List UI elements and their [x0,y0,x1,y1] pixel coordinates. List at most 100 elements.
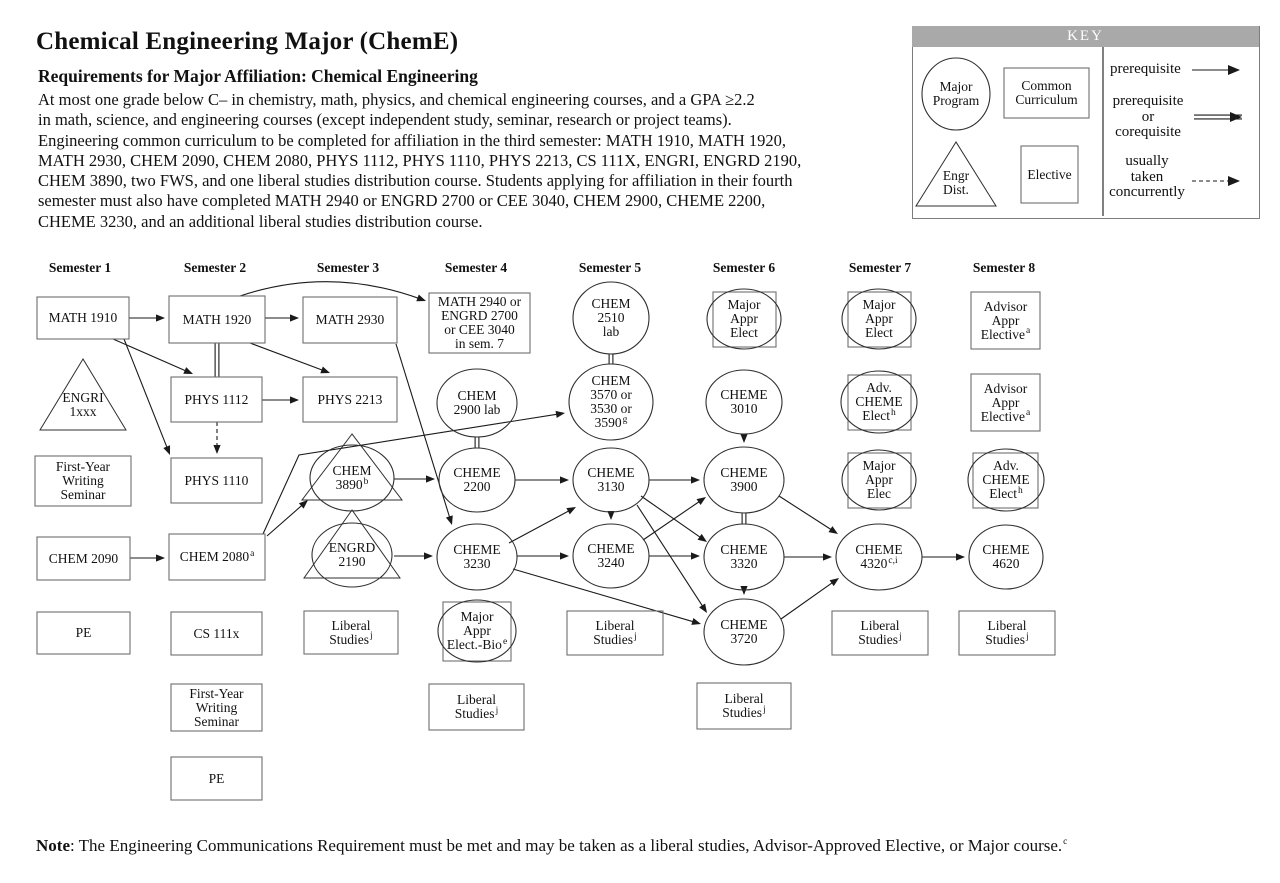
key-major-program-shape [921,57,991,131]
cheme-2200-shape [438,447,516,513]
key-prerequisite-arrow [1192,65,1240,75]
cheme-3010-shape [705,369,783,435]
liberal-studies-sem6-shape [696,682,792,730]
chem-2080-to-chem-3570 [262,410,565,535]
math-1910: MATH 1910 [48,310,118,325]
cheme-3900-to-cheme-4320 [778,495,838,534]
chem-2510-lab-shape [572,281,650,355]
semester-6-header: Semester 6 [712,260,776,275]
cheme-3240-to-cheme-3900 [642,497,706,541]
semester-4-header: Semester 4 [444,260,508,275]
liberal-studies-sem7-shape [831,610,929,656]
footer-note-superscript: c [1063,837,1068,848]
key-concurrent-arrow [1192,176,1240,186]
key-usually-taken-concurrently-label: usually taken concurrently [1109,153,1185,200]
engri-1xxx-shape [39,358,127,431]
affiliation-requirements-heading: Requirements for Major Affiliation: Chem… [38,66,478,86]
pe-2: PE [208,770,225,786]
semester-7-header: Semester 7 [848,260,912,275]
cheme-3720-shape [703,598,785,666]
cheme-3320-shape [703,523,785,591]
advisor-appr-elective-1-shape [970,291,1041,350]
chem-2080-shape [168,533,266,581]
phys-1110-shape [170,457,263,504]
chem-2510-coreq-chem-3570 [608,354,614,364]
math-1910-shape [36,296,130,340]
key-elective-shape [1020,145,1079,204]
key-prerequisite-label: prerequisite [1110,61,1181,77]
cheme-4620-shape [968,524,1044,590]
key-engr-dist-shape [915,141,997,207]
chem-2900-coreq-cheme-2200 [474,437,480,448]
adv-cheme-elect-sem7-shape [840,370,918,434]
liberal-studies-sem3-shape [303,610,399,655]
math-1910-to-phys-1112 [112,338,193,374]
key-legend-title: KEY [912,26,1259,47]
pe-2-shape [170,756,263,801]
semester-1-header: Semester 1 [48,260,112,275]
phys-1112: PHYS 1112 [184,391,249,407]
footer-note-label: Note [36,836,70,855]
phys-1112-to-phys-1110-concurrent [213,422,221,454]
cheme-3900-shape [703,446,785,514]
engrd-2190-shape [303,509,401,588]
cheme-3230-to-cheme-3720 [512,568,701,625]
math-1920-to-phys-2213 [249,342,330,374]
key-prerequisite-or-corequisite-label: prerequisite or corequisite [1112,93,1184,140]
math-2940-or-engrd-2700-or-cee-3040-shape [428,292,531,354]
math-1920-to-math-2930 [265,314,299,322]
cheme-3230-to-cheme-3240 [517,552,569,560]
first-year-writing-seminar-1-shape [34,455,132,507]
cheme-4320-shape [835,523,923,591]
chem-3570-or-3530-or-3590-shape [568,363,654,441]
adv-cheme-elect-sem8-shape [967,448,1045,512]
cheme-3130-to-cheme-3320 [640,495,707,542]
chem-2090-shape [36,536,131,581]
chem-3890-shape [300,433,404,512]
math-1910-to-phys-1110 [123,338,171,455]
key-coreq-arrow [1194,112,1242,122]
phys-1110: PHYS 1110 [184,472,249,488]
chem-2900-lab-shape [436,368,518,438]
footer-note: Note: The Engineering Communications Req… [36,836,1067,856]
math-2930: MATH 2930 [315,312,385,327]
key-common-curriculum-shape [1003,67,1090,119]
math-1920: MATH 1920 [182,311,252,327]
math-2930-shape [302,296,398,344]
semester-2-header: Semester 2 [183,260,247,275]
major-appr-elect-sem7-shape [841,288,917,350]
first-year-writing-seminar-2-shape [170,683,263,732]
cheme-3240-to-cheme-3320 [649,552,700,560]
liberal-studies-sem8-shape [958,610,1056,656]
page-title: Chemical Engineering Major (ChemE) [36,28,459,55]
phys-1112-shape [170,376,263,423]
liberal-studies-sem5-shape [566,610,664,656]
major-appr-elect-sem6-shape [706,288,782,350]
